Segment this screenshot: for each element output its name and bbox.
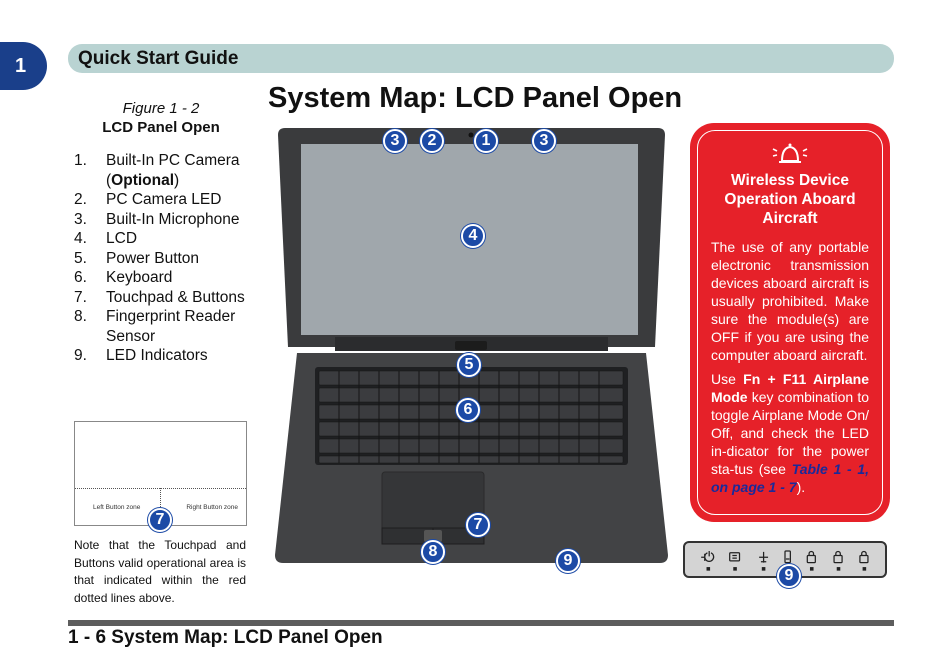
wireless-warning-box: Wireless Device Operation Aboard Aircraf… xyxy=(690,123,890,522)
item-number: 2. xyxy=(74,191,87,208)
callout-badge-3-right: 3 xyxy=(532,129,556,153)
figure-number: Figure 1 - 2 xyxy=(122,100,200,117)
callout-badge-7-diagram: 7 xyxy=(148,508,172,532)
led-scroll-lock-icon xyxy=(859,550,869,564)
list-item: 6. Keyboard xyxy=(74,268,259,288)
item-text: PC Camera LED xyxy=(106,191,222,208)
footer-title: 1 - 6 System Map: LCD Panel Open xyxy=(68,627,383,648)
item-number: 3. xyxy=(74,210,87,228)
item-text: Touchpad & Buttons xyxy=(106,288,245,306)
led-power-icon xyxy=(701,551,715,562)
parts-list: 1. Built-In PC Camera (Optional) 2. PC Cam… xyxy=(74,151,259,366)
laptop-illustration xyxy=(275,128,668,563)
chapter-number: 1 xyxy=(14,54,27,77)
zone-divider-vertical xyxy=(160,488,161,525)
header-bar: Quick Start Guide xyxy=(68,44,894,73)
callout-badge-8: 8 xyxy=(421,540,445,564)
led-num-lock-icon xyxy=(806,550,816,564)
warning-table-reference[interactable]: Table 1 - 1, on page 1 - 7 xyxy=(711,461,870,495)
warning-text-b: key combination to toggle Airplane Mode … xyxy=(711,389,869,477)
list-item: 5. Power Button xyxy=(74,249,259,269)
item-text: LCD xyxy=(106,230,138,247)
warning-inner: Wireless Device Operation Aboard Aircraf… xyxy=(697,130,883,515)
item-text: Built-In Microphone xyxy=(106,210,240,228)
chapter-tab: 1 xyxy=(0,42,47,90)
left-button-zone-label: Left Button zone xyxy=(93,504,141,511)
list-item: 9. LED Indicators xyxy=(74,346,259,366)
keyboard-keys xyxy=(318,370,624,464)
list-item: 3. Built-In Microphone xyxy=(74,210,259,230)
item-text: LED Indicators xyxy=(106,347,208,364)
callout-badge-6: 6 xyxy=(456,398,480,422)
item-bold: Optional xyxy=(111,171,175,189)
item-text: Built-In PC Camera ( xyxy=(106,152,240,189)
list-item: 2. PC Camera LED xyxy=(74,190,259,210)
item-text: Fingerprint Reader Sensor xyxy=(106,308,236,345)
led-storage-icon xyxy=(784,550,791,564)
warning-title: Wireless Device Operation Aboard Aircraf… xyxy=(724,172,856,227)
touchpad-note: Note that the Touchpad and Buttons valid… xyxy=(74,538,246,605)
item-number: 7. xyxy=(74,288,87,306)
warning-paragraph-1: The use of any portable electronic trans… xyxy=(711,239,869,363)
figure-name: LCD Panel Open xyxy=(102,119,220,136)
led-caps-lock-icon xyxy=(833,550,843,564)
item-number: 9. xyxy=(74,347,87,364)
list-item: 4. LCD xyxy=(74,229,259,249)
footer-rule xyxy=(68,620,894,626)
item-text-end: ) xyxy=(174,171,180,189)
callout-badge-2: 2 xyxy=(420,129,444,153)
led-battery-icon xyxy=(729,552,741,562)
item-text: Keyboard xyxy=(106,269,173,286)
camera-lens xyxy=(468,132,474,138)
warning-key-combo: Fn + F11 Airplane Mode xyxy=(711,371,869,405)
list-item: 8. Fingerprint Reader Sensor xyxy=(74,307,259,346)
header-title: Quick Start Guide xyxy=(78,47,239,69)
item-number: 8. xyxy=(74,308,87,325)
figure-caption: Figure 1 - 2 LCD Panel Open xyxy=(72,100,250,136)
right-button-zone-label: Right Button zone xyxy=(186,504,238,511)
warning-text-c: ). xyxy=(796,479,806,495)
led-airplane-icon xyxy=(759,551,769,563)
warning-text-a: Use xyxy=(711,371,744,387)
fingerprint-sensor-shape xyxy=(424,530,442,542)
list-item: 7. Touchpad & Buttons xyxy=(74,288,259,308)
list-item: 1. Built-In PC Camera (Optional) xyxy=(74,151,259,190)
callout-badge-1: 1 xyxy=(474,129,498,153)
page-title: System Map: LCD Panel Open xyxy=(268,82,683,114)
callout-badge-4: 4 xyxy=(461,224,485,248)
item-number: 1. xyxy=(74,152,87,169)
item-text: Power Button xyxy=(106,249,200,267)
power-button-shape xyxy=(455,341,487,350)
airplane-warning-icon xyxy=(772,143,808,163)
callout-badge-7: 7 xyxy=(466,513,490,537)
warning-paragraph-2: Use Fn + F11 Airplane Mode key combinati… xyxy=(711,370,869,496)
item-number: 6. xyxy=(74,269,87,286)
callout-badge-3-left: 3 xyxy=(383,129,407,153)
callout-badge-9: 9 xyxy=(556,549,580,573)
item-number: 5. xyxy=(74,249,87,267)
callout-badge-9-led: 9 xyxy=(777,564,801,588)
item-number: 4. xyxy=(74,230,87,247)
callout-badge-5: 5 xyxy=(457,353,481,377)
